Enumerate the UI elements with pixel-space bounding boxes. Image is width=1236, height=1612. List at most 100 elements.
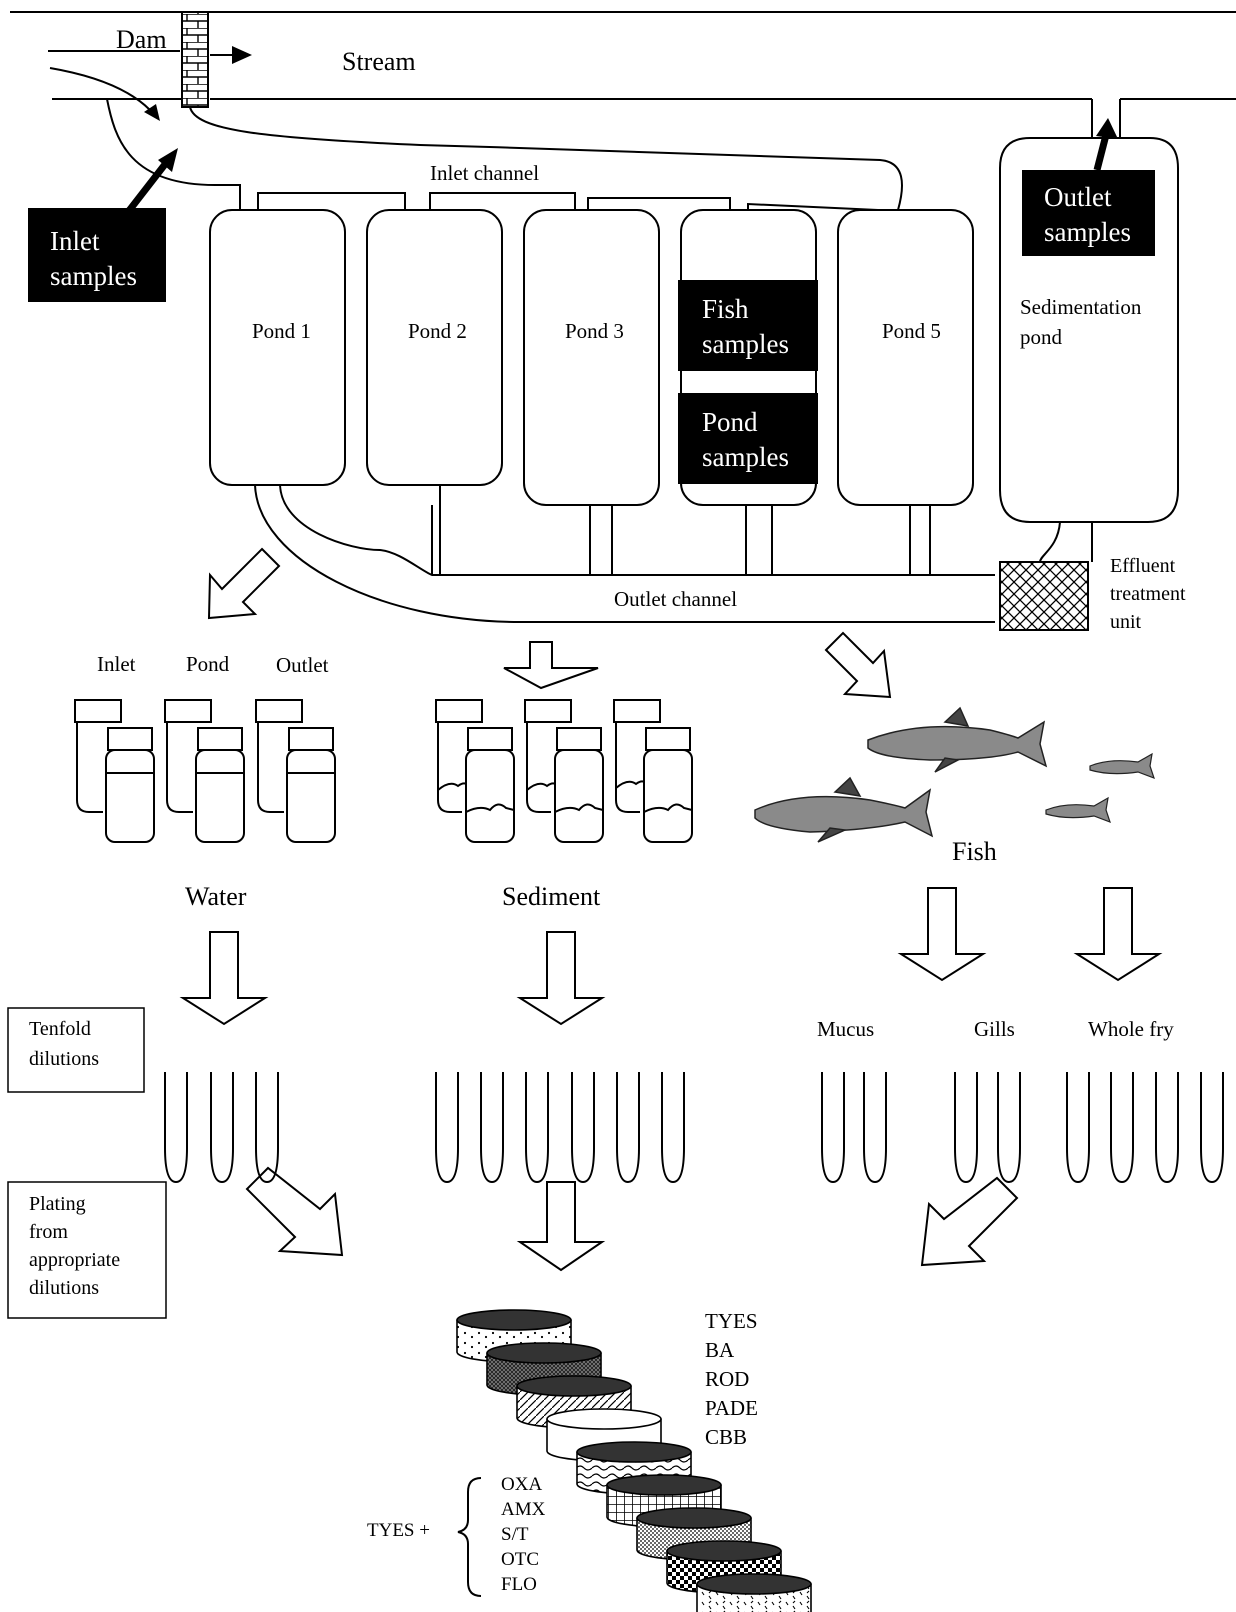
antibiotic-3: OTC [501, 1549, 539, 1570]
water-outlet-label: Outlet [276, 653, 329, 677]
fish-samples-line2: samples [702, 329, 789, 359]
arrow-water-down [179, 931, 269, 1026]
dilution-tube [525, 1072, 549, 1184]
fish-samples-illustration: Fish Mucus Gills Whole fry [754, 706, 1174, 1041]
tenfold-dilutions-box: Tenfold dilutions [7, 1007, 145, 1093]
pond-2-label: Pond 2 [408, 319, 467, 343]
dilution-tube [164, 1072, 188, 1184]
pond-5: Pond 5 [837, 209, 974, 506]
outlet-channel-label: Outlet channel [614, 587, 737, 611]
dilution-tube [255, 1072, 279, 1184]
dilution-tube [997, 1072, 1021, 1184]
dam-wall [181, 11, 209, 108]
whole-fry-label: Whole fry [1088, 1017, 1174, 1041]
mucus-label: Mucus [817, 1017, 874, 1041]
pond-4: Fish samples Pond samples [678, 209, 818, 506]
agar-plate [696, 1573, 812, 1612]
dilution-tube [1066, 1072, 1090, 1184]
effluent-line3: unit [1110, 611, 1142, 633]
media-item-1: BA [705, 1338, 735, 1362]
pond-1-label: Pond 1 [252, 319, 311, 343]
sedimentation-line1: Sedimentation [1020, 295, 1142, 319]
outlet-samples-line2: samples [1044, 217, 1131, 247]
flow-arrow [232, 46, 252, 64]
plating-line3: appropriate [29, 1249, 120, 1271]
effluent-line2: treatment [1110, 583, 1186, 605]
antibiotic-list: TYES + OXA AMX S/T OTC FLO [367, 1474, 546, 1597]
pond-3: Pond 3 [523, 209, 660, 506]
arrow-to-water [207, 547, 281, 620]
pond-3-label: Pond 3 [565, 319, 624, 343]
arrow-mucus-down [897, 887, 987, 982]
fish-small-1 [1089, 752, 1155, 780]
plating-line2: from [29, 1221, 68, 1243]
water-samples: Inlet Pond Outlet Water [74, 652, 336, 911]
open-arrows [179, 547, 1163, 1272]
media-item-4: CBB [705, 1425, 747, 1449]
dilution-tube [210, 1072, 234, 1184]
dilution-tube [954, 1072, 978, 1184]
pond-samples-box [678, 393, 818, 484]
inlet-channel: Inlet channel [106, 98, 1121, 211]
dilution-tube [571, 1072, 595, 1184]
pond-5-label: Pond 5 [882, 319, 941, 343]
gills-label: Gills [974, 1017, 1015, 1041]
media-item-2: ROD [705, 1367, 749, 1391]
fish-large-2 [754, 776, 934, 843]
antibiotic-1: AMX [501, 1499, 546, 1520]
dilution-tube [480, 1072, 504, 1184]
arrow-water-plating [245, 1166, 344, 1257]
effluent-treatment-unit [999, 561, 1089, 631]
arrow-fish-plating [920, 1176, 1019, 1267]
dilution-tube [616, 1072, 640, 1184]
outlet-samples-box [1022, 170, 1155, 256]
arrow-sediment-down [516, 931, 606, 1026]
tenfold-line2: dilutions [29, 1048, 99, 1070]
inlet-samples-line2: samples [50, 261, 137, 291]
plating-line4: dilutions [29, 1277, 99, 1299]
media-list: TYES BA ROD PADE CBB [705, 1309, 758, 1449]
dilution-tube [821, 1072, 845, 1184]
arrow-wholefry-down [1073, 887, 1163, 982]
sediment-samples: Sediment [435, 699, 693, 911]
tyes-plus-label: TYES + [367, 1520, 430, 1541]
dilution-tube [435, 1072, 459, 1184]
media-item-3: PADE [705, 1396, 758, 1420]
water-inlet-label: Inlet [97, 652, 136, 676]
media-plates [456, 1309, 812, 1612]
antibiotic-4: FLO [501, 1574, 537, 1595]
fish-samples-box [678, 280, 818, 371]
dilution-tube [661, 1072, 685, 1184]
fish-large-1 [867, 706, 1048, 773]
sedimentation-pond: Outlet samples Sedimentation pond [999, 137, 1179, 523]
inlet-channel-label: Inlet channel [430, 161, 539, 185]
dam-label: Dam [116, 25, 167, 54]
fish-samples-line1: Fish [702, 294, 749, 324]
fish-small-2 [1045, 796, 1111, 824]
dilution-tube [863, 1072, 887, 1184]
tenfold-line1: Tenfold [29, 1018, 91, 1040]
sediment-title: Sediment [502, 882, 601, 911]
inlet-samples-box: Inlet samples [28, 148, 178, 302]
pond-2: Pond 2 [366, 209, 503, 486]
pond-1: Pond 1 [209, 209, 346, 486]
stream: Dam Stream [10, 11, 1236, 121]
antibiotic-2: S/T [501, 1524, 529, 1545]
dilution-tubes [164, 1072, 1224, 1184]
outlet-channel: Outlet channel Effluent treatment unit [254, 484, 1186, 633]
sedimentation-line2: pond [1020, 325, 1063, 349]
dilution-tube [1110, 1072, 1134, 1184]
outlet-samples-line1: Outlet [1044, 182, 1112, 212]
pond-samples-line1: Pond [702, 407, 758, 437]
media-item-0: TYES [705, 1309, 758, 1333]
plating-line1: Plating [29, 1193, 86, 1215]
arrow-sediment-plating [516, 1181, 606, 1272]
inlet-samples-line1: Inlet [50, 226, 100, 256]
dilution-tube [1200, 1072, 1224, 1184]
antibiotic-0: OXA [501, 1474, 542, 1495]
stream-label: Stream [342, 47, 416, 76]
arrow-to-sediment [503, 641, 599, 690]
fish-title: Fish [952, 837, 997, 866]
pond-samples-line2: samples [702, 442, 789, 472]
